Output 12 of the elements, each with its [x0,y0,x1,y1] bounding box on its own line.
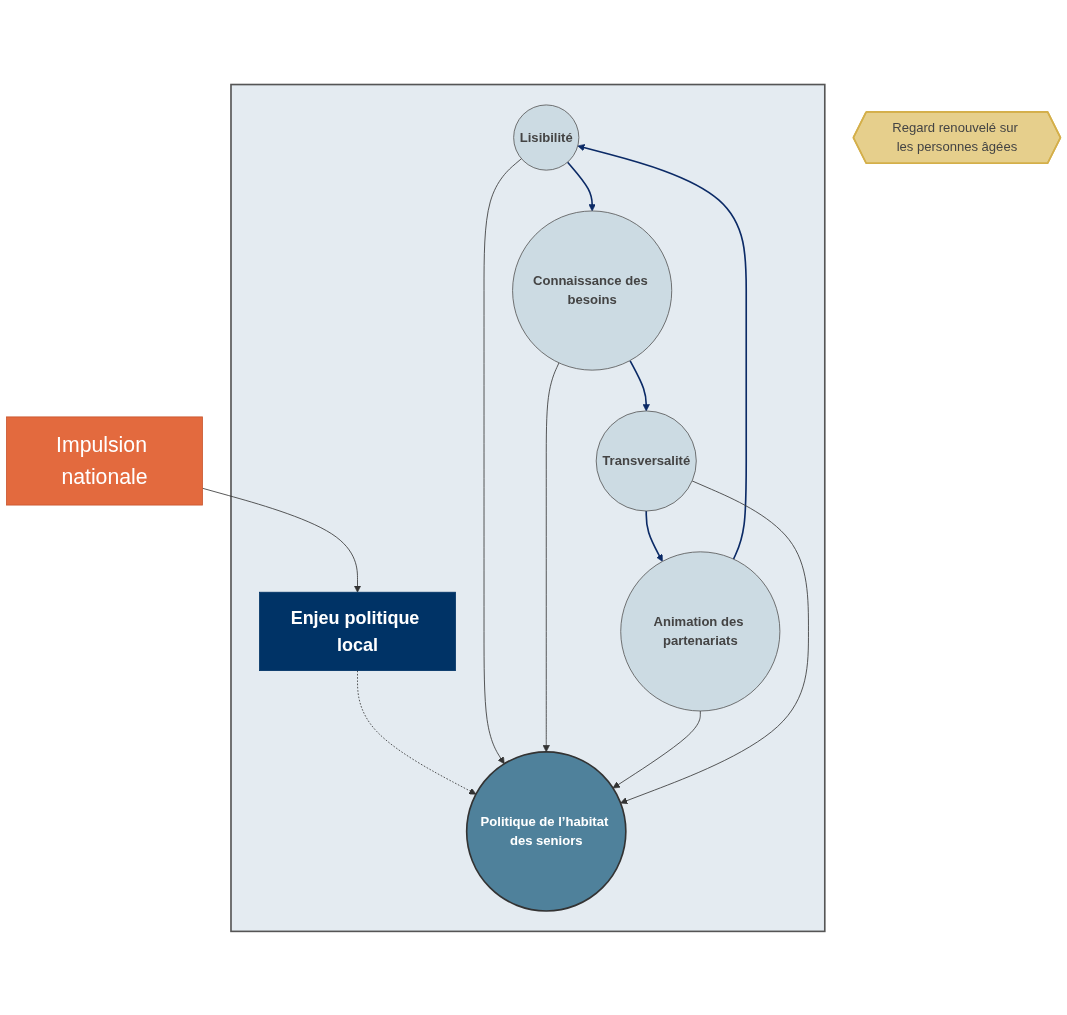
node-circle: Transversalité [595,410,697,511]
node-box: Impulsion nationale [6,416,203,505]
node-circle: Connaissance des besoins [512,210,673,371]
node-circle: Animation des partenariats [620,550,781,711]
node-box: Enjeu politique local [259,591,456,671]
arrow [629,359,650,411]
cluster [230,83,826,932]
node-circle: Politique de l’habitat des seniors [465,750,627,912]
arrow [645,509,663,562]
arrow [566,160,596,211]
node-circle: Lisibilité [513,104,580,171]
arrow [577,143,748,560]
